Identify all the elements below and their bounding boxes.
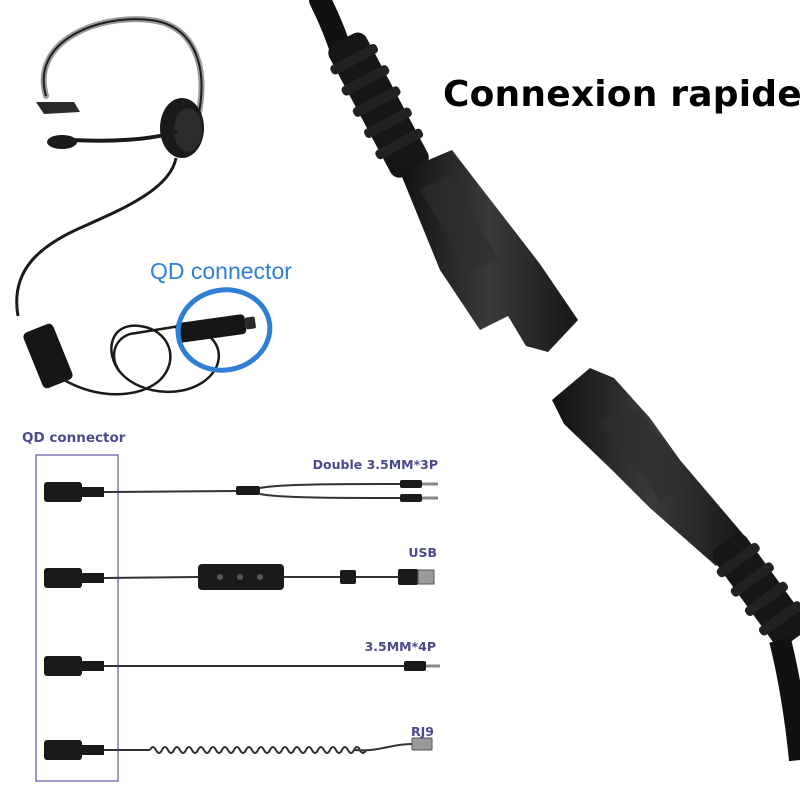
cable-double-3p [44,480,438,502]
cable-label-usb: USB [408,545,437,560]
headband-pad [36,102,80,114]
cable-diagram [35,454,440,782]
qd-connector-frame [35,454,119,782]
mic-boom [70,130,178,143]
qd-highlight-ring [175,287,273,373]
headline: Connexion rapide [443,74,800,115]
cable-loop [63,324,220,396]
cable-35-4p [44,656,440,676]
headset-cord [15,157,178,317]
cable-rj9 [44,737,433,760]
connector-lower [552,368,800,762]
cable-label-35-4p: 3.5MM*4P [364,639,436,654]
headset [15,16,273,396]
inline-control-box [23,323,73,389]
connector-upper [309,0,578,352]
qd-connector-callout: QD connector [150,258,292,284]
qd-connector-heading: QD connector [22,430,126,446]
coiled-cord [149,746,367,754]
cable-label-rj9: RJ9 [411,724,434,739]
qd-plug [175,314,247,343]
cable-label-double-3p: Double 3.5MM*3P [312,457,438,472]
cable-usb [44,564,435,590]
mic-capsule [47,135,77,149]
